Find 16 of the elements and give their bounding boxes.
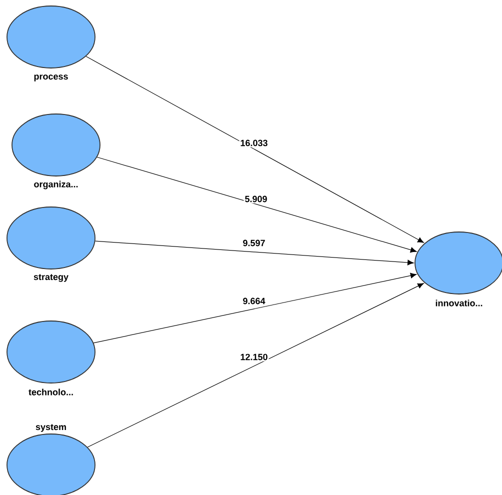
- node-label: strategy: [34, 274, 68, 282]
- arrow: [96, 156, 417, 253]
- edge-label: 12.150: [239, 352, 269, 362]
- node-label: innovatio...: [436, 300, 482, 306]
- node-label: process: [34, 74, 68, 82]
- node-label: technolo...: [28, 388, 73, 396]
- arrow: [94, 240, 414, 266]
- arrow: [93, 272, 417, 344]
- node-label: system: [36, 424, 66, 432]
- node-label: organiza...: [34, 180, 78, 190]
- edge-label: 5.909: [244, 194, 268, 204]
- arrow: [86, 56, 424, 243]
- edge-label: 9.664: [242, 296, 266, 306]
- arrow: [87, 283, 424, 448]
- edge-label: 16.033: [239, 138, 269, 148]
- edge-label: 9.597: [242, 238, 266, 248]
